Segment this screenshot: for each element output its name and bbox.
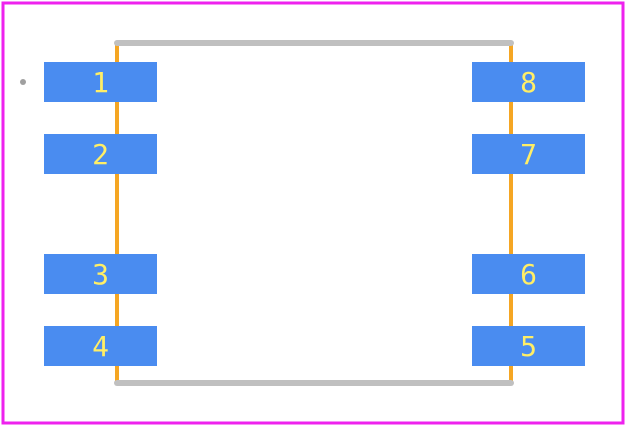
pad-5: 5 [472, 326, 585, 366]
pin1-marker-dot [20, 79, 26, 85]
pad-rect [44, 134, 157, 174]
pad-rect [472, 134, 585, 174]
pad-label: 6 [520, 258, 537, 291]
pad-7: 7 [472, 134, 585, 174]
pad-label: 1 [92, 66, 109, 99]
pad-2: 2 [44, 134, 157, 174]
pad-1: 1 [44, 62, 157, 102]
pad-3: 3 [44, 254, 157, 294]
pad-label: 5 [520, 330, 537, 363]
pad-8: 8 [472, 62, 585, 102]
pad-rect [472, 326, 585, 366]
pad-label: 7 [520, 138, 537, 171]
pad-rect [44, 62, 157, 102]
pad-rect [44, 254, 157, 294]
pad-4: 4 [44, 326, 157, 366]
pad-rect [472, 62, 585, 102]
pads-group: 1 2 3 4 8 7 6 5 [44, 62, 585, 366]
pad-6: 6 [472, 254, 585, 294]
pad-rect [472, 254, 585, 294]
pad-label: 3 [92, 258, 109, 291]
pad-rect [44, 326, 157, 366]
pad-label: 4 [92, 330, 109, 363]
pad-label: 2 [92, 138, 109, 171]
pad-label: 8 [520, 66, 537, 99]
